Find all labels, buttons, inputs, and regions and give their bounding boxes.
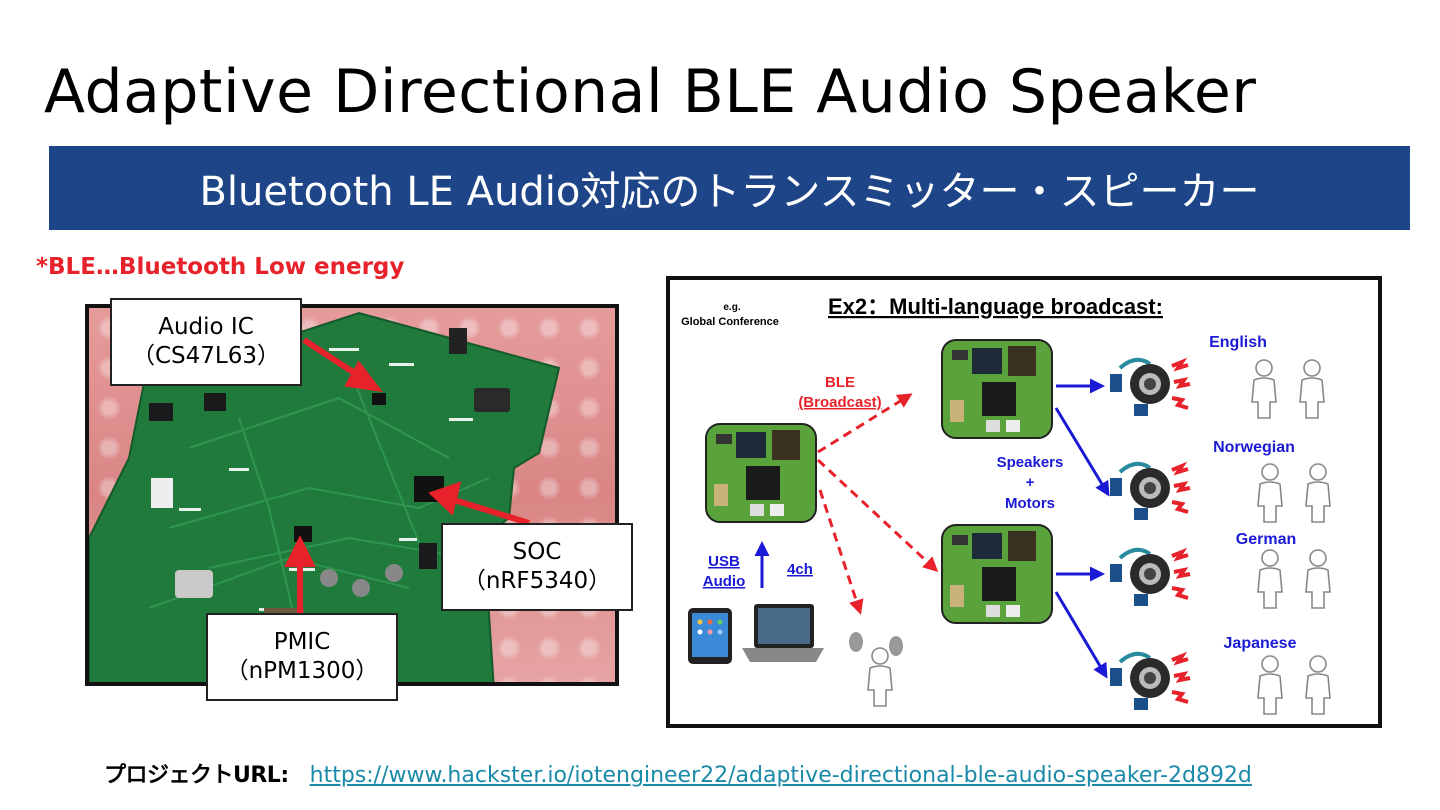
callout-soc-part: （nRF5340） (462, 568, 612, 594)
speaker-icon (1108, 651, 1192, 712)
button-2 (352, 579, 370, 597)
speaker-icon (1108, 357, 1192, 418)
speakers-label: Speakers (997, 454, 1064, 471)
pcb-photo (85, 304, 619, 686)
person-icon (1257, 655, 1283, 715)
broadcast-diagram-svg: e.g. Global Conference Ex2：Multi-languag… (681, 294, 1331, 715)
ble-arrows (816, 393, 939, 615)
person-icon (1305, 463, 1331, 523)
switch-component-2 (204, 393, 226, 411)
receiver-board-2 (941, 524, 1053, 624)
project-url-link[interactable]: https://www.hackster.io/iotengineer22/ad… (309, 763, 1252, 788)
person-icon (1257, 463, 1283, 523)
receiver-board-1 (941, 339, 1053, 439)
callout-pmic-name: PMIC (273, 629, 331, 655)
speaker-row-english: English (1108, 334, 1325, 419)
laptop-icon (742, 604, 824, 662)
motors-label: Motors (1005, 495, 1055, 512)
person-icon (1305, 549, 1331, 609)
callout-soc: SOC （nRF5340） (441, 523, 633, 611)
tablet-icon (688, 608, 732, 664)
plus-label: + (1026, 474, 1035, 491)
channels-label: 4ch (787, 561, 813, 578)
earbud-icon (849, 632, 903, 656)
listener-icon (867, 647, 893, 707)
language-norwegian: Norwegian (1213, 439, 1295, 456)
language-english: English (1209, 334, 1267, 351)
button-1 (320, 569, 338, 587)
ble-footnote: *BLE…Bluetooth Low energy (36, 254, 405, 280)
callout-pmic-part: （nPM1300） (225, 658, 379, 684)
slide-title: Adaptive Directional BLE Audio Speaker (44, 57, 1257, 127)
speaker-row-japanese: Japanese (1108, 635, 1331, 715)
speaker-icon (1108, 461, 1192, 522)
switch-component (149, 403, 173, 421)
speaker-row-norwegian: Norwegian (1108, 439, 1331, 523)
speaker-icon (1108, 547, 1192, 608)
conference-label: Global Conference (681, 316, 779, 328)
audio-label: Audio (703, 573, 746, 590)
footer: プロジェクトURL: https://www.hackster.io/ioten… (104, 757, 1252, 789)
project-url-label: プロジェクトURL: (104, 763, 289, 788)
audio-jack (474, 388, 510, 412)
broadcast-label: (Broadcast) (798, 394, 881, 411)
photo-arrows (284, 337, 530, 620)
eg-label: e.g. (723, 302, 740, 313)
language-german: German (1236, 531, 1296, 548)
person-icon (1257, 549, 1283, 609)
header-pins-2 (419, 543, 437, 569)
callout-soc-name: SOC (512, 539, 562, 565)
subtitle-banner: Bluetooth LE Audio対応のトランスミッター・スピーカー (49, 146, 1410, 230)
diagram-heading: Ex2：Multi-language broadcast: (828, 294, 1163, 319)
language-japanese: Japanese (1224, 635, 1297, 652)
button-3 (385, 564, 403, 582)
person-icon (1305, 655, 1331, 715)
connector-white (151, 478, 173, 508)
usb-c-port (175, 570, 213, 598)
broadcast-diagram: e.g. Global Conference Ex2：Multi-languag… (666, 276, 1382, 728)
callout-audio-ic: Audio IC （CS47L63） (110, 298, 302, 386)
callout-pmic: PMIC （nPM1300） (206, 613, 398, 701)
speaker-arrows (754, 378, 1110, 679)
person-icon (1251, 359, 1277, 419)
person-icon (1299, 359, 1325, 419)
callout-audio-ic-name: Audio IC (158, 314, 254, 340)
header-pins (449, 328, 467, 354)
speaker-row-german: German (1108, 531, 1331, 609)
audio-ic-chip (372, 393, 386, 405)
ble-label: BLE (825, 374, 855, 391)
pmic-chip (294, 526, 312, 542)
transmitter-board (705, 423, 817, 523)
callout-audio-ic-part: （CS47L63） (131, 343, 280, 369)
usb-label: USB (708, 553, 740, 570)
